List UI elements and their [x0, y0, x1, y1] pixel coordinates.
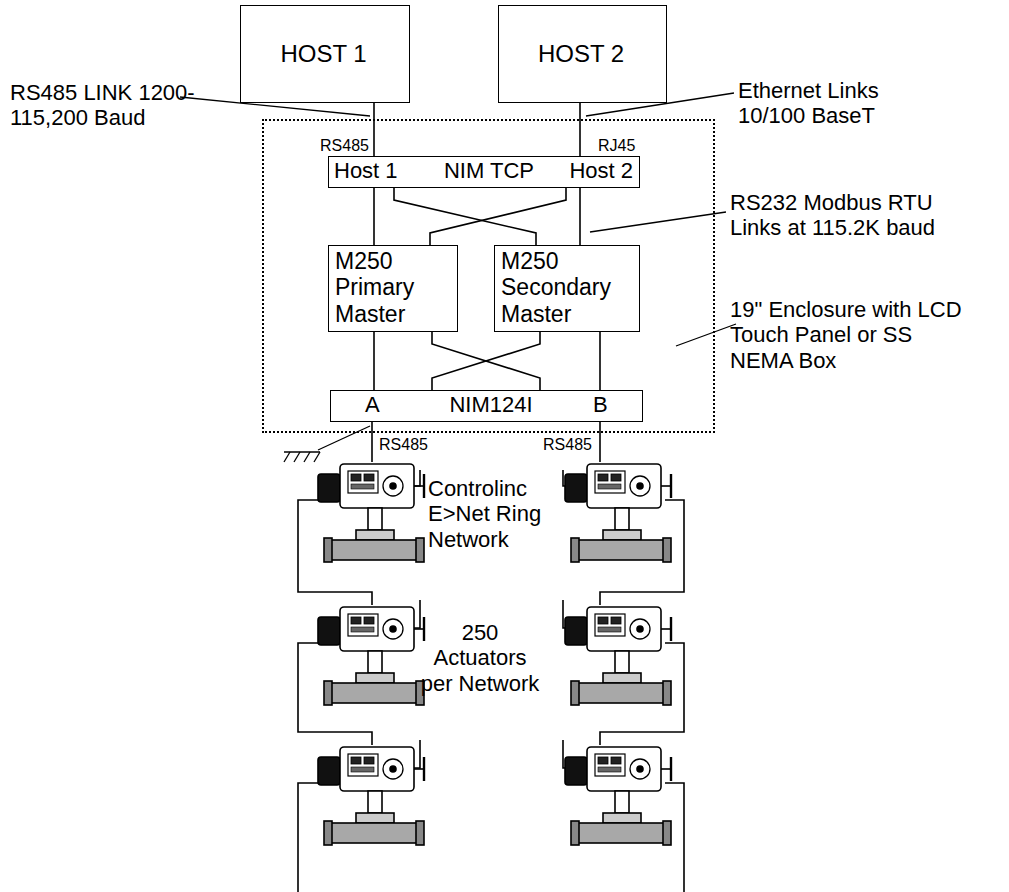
master-box: M250 Secondary Master	[494, 245, 640, 332]
host-title: HOST 2	[499, 40, 663, 68]
callout-text: RS232 Modbus RTU Links at 115.2K baud	[730, 190, 952, 241]
actuator-group	[318, 464, 671, 845]
enclosure-outline: 19" Enclosure with LCD Touch Panel or SS…	[262, 119, 715, 433]
host-box: HOST 1	[240, 5, 410, 103]
leader-line	[590, 212, 726, 232]
link-line	[599, 332, 601, 390]
ring-wires	[298, 420, 684, 892]
link-line	[430, 188, 566, 245]
port-name: B	[593, 392, 615, 417]
port-label: RS485	[543, 436, 592, 454]
master-name: M250 Secondary Master	[501, 248, 637, 327]
module-name: NIM124I	[431, 392, 551, 417]
callout-text: RS485 LINK 1200-115,200 Baud	[10, 80, 224, 131]
interface-box: A NIM124I B	[330, 390, 643, 422]
master-box: M250 Primary Master	[328, 245, 458, 332]
link-line	[432, 332, 540, 390]
actuator-symbol	[318, 464, 424, 562]
interface-box: Host 1 NIM TCP Host 2	[328, 156, 640, 188]
actuator-symbol	[318, 747, 424, 845]
port-name: A	[365, 392, 387, 417]
host-box: HOST 2	[498, 5, 667, 103]
host-title: HOST 1	[241, 40, 406, 68]
network-label: 250 Actuators per Network	[418, 620, 542, 696]
leader-line	[676, 324, 736, 346]
link-line	[373, 188, 375, 245]
port-label: RS485	[379, 436, 428, 454]
module-name: NIM TCP	[434, 158, 544, 183]
actuator-symbol	[318, 607, 424, 705]
link-line	[579, 103, 581, 156]
link-line	[373, 103, 375, 156]
link-line	[432, 332, 540, 390]
enclosure-caption: 19" Enclosure with LCD Touch Panel or SS…	[730, 297, 962, 373]
actuator-symbol	[565, 607, 671, 705]
actuator-symbol	[565, 747, 671, 845]
link-line	[579, 188, 581, 245]
link-line	[394, 188, 536, 245]
port-label: RJ45	[598, 137, 635, 155]
port-name: Host 1	[334, 158, 414, 183]
link-line	[373, 332, 375, 390]
master-name: M250 Primary Master	[335, 248, 453, 327]
network-label: Controlinc E>Net Ring Network	[428, 476, 558, 552]
port-label: RS485	[320, 137, 369, 155]
callout-text: Ethernet Links 10/100 BaseT	[738, 78, 906, 129]
port-name: Host 2	[551, 158, 633, 183]
actuator-symbol	[565, 464, 671, 562]
